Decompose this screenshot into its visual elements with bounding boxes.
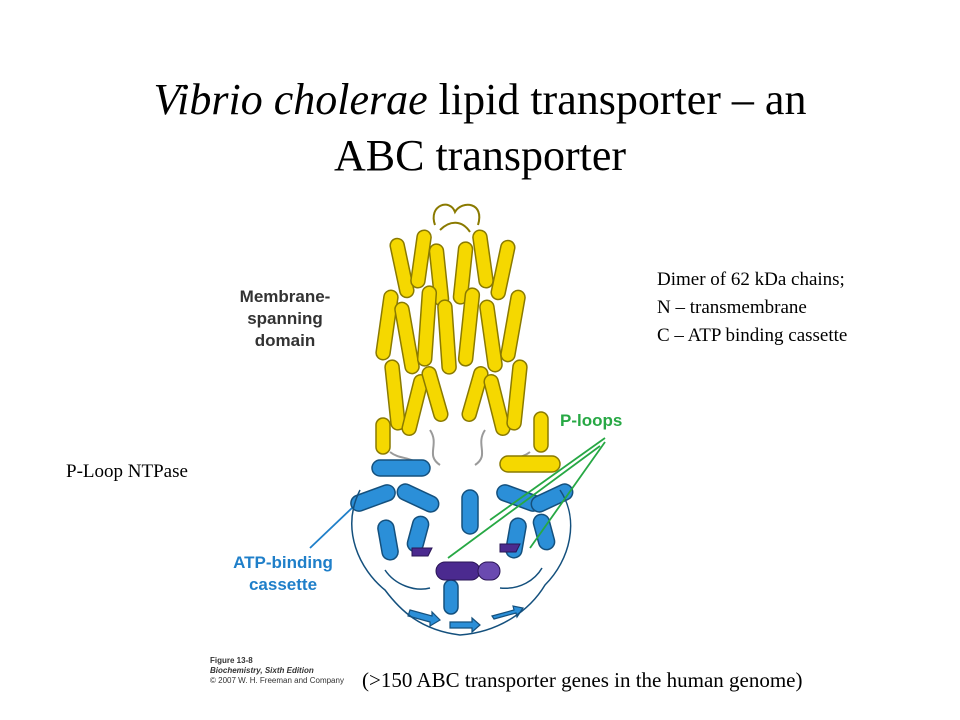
beta-sheets [407,605,524,634]
abc-pointer [309,507,353,549]
top-loops [432,203,481,233]
membrane-domain-label: Membrane-spanning domain [210,286,360,352]
note-line-3: C – ATP binding cassette [657,325,848,346]
ploop-ntpase-label: P-Loop NTPase [66,461,188,482]
ploop-pointer-1 [489,437,606,521]
membrane-label-line-2: domain [254,331,316,350]
abc-transporter-figure: Membrane-spanning domain P-loops ATP-bin… [200,190,650,690]
ploops-label: P-loops [560,411,623,430]
abc-cassette-label: ATP-binding cassette [228,552,338,596]
ploop-pointer-3 [529,441,606,549]
credit-copyright: © 2007 W. H. Freeman and Company [210,676,344,685]
slide-title: Vibrio cholerae lipid transporter – an A… [0,72,960,184]
note-line-2: N – transmembrane [657,297,807,318]
title-rest: lipid transporter – an [427,75,807,124]
credit-book: Biochemistry, Sixth Edition [210,666,314,675]
protein-structure-image [309,203,606,636]
label-pointers [309,437,606,559]
credit-figure-number: Figure 13-8 [210,656,253,665]
ploop-pointer-2 [447,445,601,559]
title-line-1: Vibrio cholerae lipid transporter – an [0,72,960,128]
membrane-helices [375,229,549,455]
title-species: Vibrio cholerae [153,75,428,124]
abc-loops [351,489,572,636]
dimer-note: Dimer of 62 kDa chains; N – transmembran… [657,266,847,350]
genes-note: (>150 ABC transporter genes in the human… [362,668,803,692]
note-line-1: Dimer of 62 kDa chains; [657,269,845,290]
title-line-2: ABC transporter [333,131,627,180]
abc-label-line-2: cassette [248,575,318,594]
membrane-label-line-1: Membrane-spanning [239,287,331,328]
abc-label-line-1: ATP-binding [233,553,333,572]
figure-credit: Figure 13-8 Biochemistry, Sixth Edition … [210,656,344,686]
ploop-accents [411,543,521,581]
